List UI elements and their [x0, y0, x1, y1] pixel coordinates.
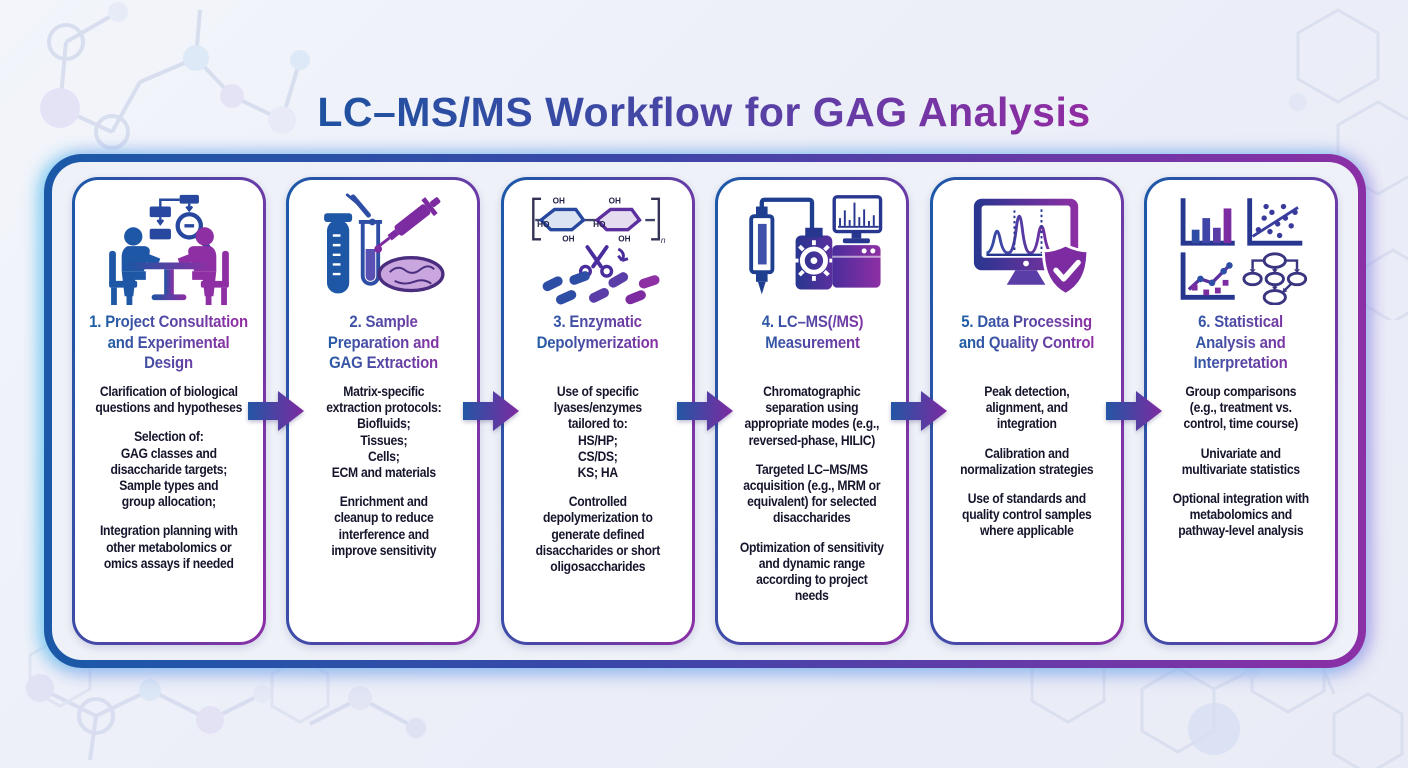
step-paragraph: Clarification of biological questions an… [95, 384, 243, 416]
svg-text:HO: HO [537, 220, 550, 229]
step-card-6-inner: 6. Statistical Analysis and Interpretati… [1146, 180, 1335, 642]
page-title: LC–MS/MS Workflow for GAG Analysis [0, 89, 1408, 136]
step-card-5: 5. Data Processing and Quality Control P… [929, 177, 1124, 645]
step-card-2: 2. Sample Preparation and GAG Extraction… [286, 177, 481, 645]
svg-text:HO: HO [593, 220, 606, 229]
step-paragraph: Integration planning with other metabolo… [100, 523, 238, 571]
step-paragraph: Optimization of sensitivity and dynamic … [740, 539, 885, 604]
step-paragraph: Targeted LC–MS/MS acquisition (e.g., MRM… [743, 461, 881, 526]
step-card-1-inner: 1. Project Consultation and Experimental… [75, 180, 263, 642]
step-card-1: 1. Project Consultation and Experimental… [72, 177, 266, 645]
flow-arrow-icon [677, 388, 733, 434]
lcms-instrument-icon [723, 190, 901, 308]
svg-text:n: n [661, 235, 666, 245]
molecule-decoration-top-left [40, 2, 310, 150]
step-paragraph: Group comparisons (e.g., treatment vs. c… [1183, 384, 1299, 432]
workflow-frame-inner: 1. Project Consultation and Experimental… [52, 162, 1358, 660]
flow-arrow-icon [891, 388, 947, 434]
step-paragraph: Use of standards and quality control sam… [961, 490, 1092, 539]
svg-text:OH: OH [608, 197, 620, 206]
data-qc-icon [938, 190, 1116, 308]
step-card-4: 4. LC–MS(/MS) Measurement Chromatographi… [715, 177, 910, 645]
step-paragraph: Controlled depolymerization to generate … [535, 494, 661, 574]
step-title: 4. LC–MS(/MS) Measurement [724, 312, 901, 378]
flow-arrow-icon [1106, 388, 1162, 434]
svg-text:OH: OH [552, 197, 564, 206]
step-card-4-inner: 4. LC–MS(/MS) Measurement Chromatographi… [718, 180, 907, 642]
svg-text:OH: OH [562, 234, 574, 243]
step-paragraph: Peak detection, alignment, and integrati… [984, 384, 1070, 432]
step-card-3-inner: n OH OH HO HO OH OH [503, 180, 692, 642]
flow-arrow-icon [248, 388, 304, 434]
svg-text:OH: OH [618, 234, 630, 243]
step-paragraph: Enrichment and cleanup to reduce interfe… [330, 494, 436, 558]
step-title: 1. Project Consultation and Experimental… [81, 312, 258, 378]
step-title: 3. Enzymatic Depolymerization [509, 312, 686, 378]
step-card-2-inner: 2. Sample Preparation and GAG Extraction… [289, 180, 478, 642]
step-paragraph: Univariate and multivariate statistics [1181, 445, 1300, 477]
step-title: 5. Data Processing and Quality Control [938, 312, 1115, 378]
enzyme-scissors-icon: n OH OH HO HO OH OH [509, 190, 687, 308]
step-paragraph: Selection of: GAG classes and disacchari… [110, 429, 228, 510]
step-paragraph: Optional integration with metabolomics a… [1172, 490, 1310, 539]
statistics-icon [1152, 190, 1330, 308]
step-title: 2. Sample Preparation and GAG Extraction [295, 312, 472, 378]
step-card-3: n OH OH HO HO OH OH [500, 177, 695, 645]
step-paragraph: Use of specific lyases/enzymes tailored … [553, 384, 642, 480]
step-paragraph: Calibration and normalization strategies [959, 445, 1094, 477]
consultation-icon [80, 190, 258, 308]
flow-arrow-icon [463, 388, 519, 434]
step-card-6: 6. Statistical Analysis and Interpretati… [1143, 177, 1338, 645]
workflow-frame: 1. Project Consultation and Experimental… [44, 154, 1366, 668]
sample-prep-icon [294, 190, 472, 308]
step-paragraph: Chromatographic separation using appropr… [744, 384, 880, 448]
step-paragraph: Matrix-specific extraction protocols: Bi… [325, 384, 441, 480]
step-card-5-inner: 5. Data Processing and Quality Control P… [932, 180, 1121, 642]
step-title: 6. Statistical Analysis and Interpretati… [1152, 312, 1329, 378]
